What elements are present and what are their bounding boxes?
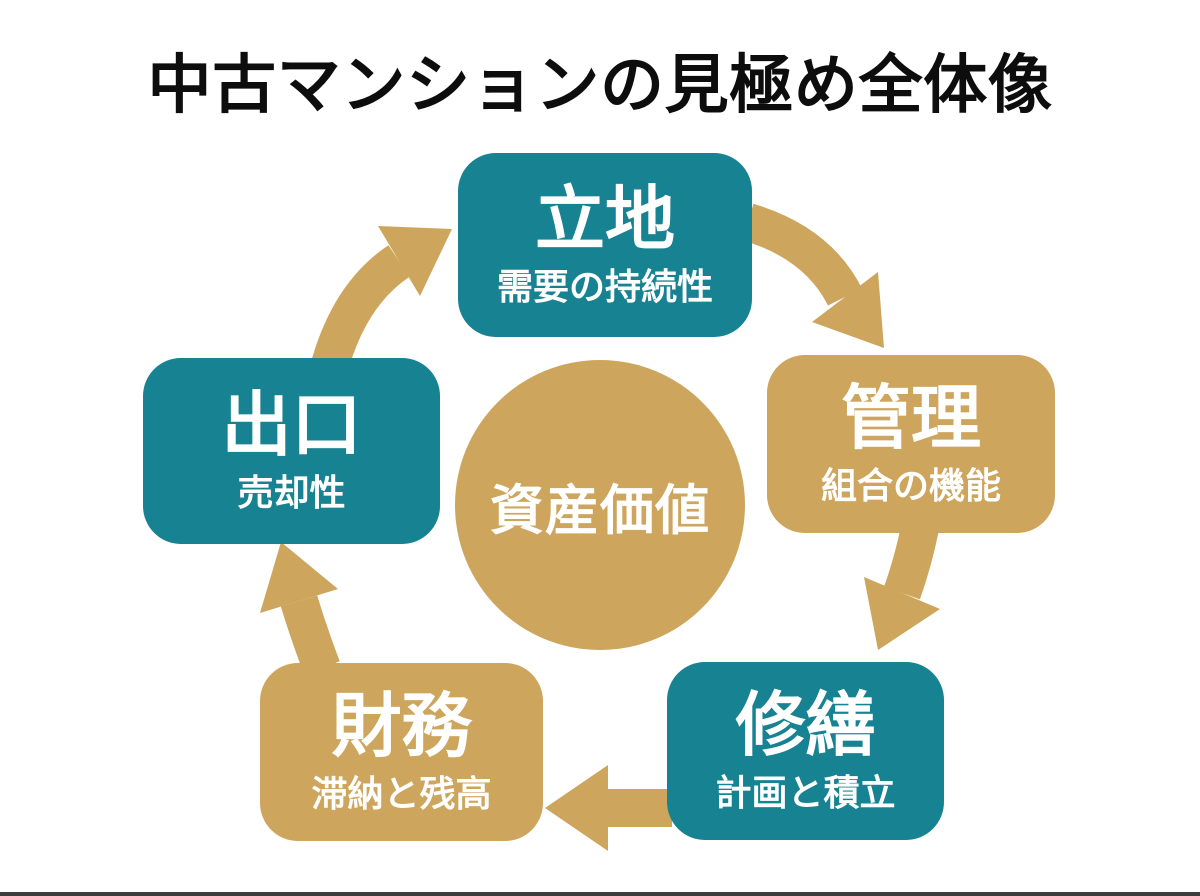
node-repair-subtitle: 計画と積立 (715, 771, 896, 813)
node-management: 管理 組合の機能 (767, 355, 1055, 533)
page-title: 中古マンションの見極め全体像 (147, 49, 1053, 121)
node-repair: 修繕 計画と積立 (667, 662, 944, 840)
node-exit: 出口 売却性 (143, 358, 440, 544)
arrow-management-to-repair (864, 524, 940, 650)
node-management-subtitle: 組合の機能 (820, 464, 1001, 506)
bottom-border-line (0, 892, 1200, 896)
node-management-title: 管理 (841, 379, 981, 458)
node-location-title: 立地 (535, 180, 675, 259)
node-finance: 財務 滞納と残高 (260, 663, 543, 841)
node-finance-subtitle: 滞納と残高 (311, 772, 492, 814)
asset-value-label: 資産価値 (489, 480, 711, 541)
node-exit-title: 出口 (221, 386, 362, 465)
node-location: 立地 需要の持続性 (458, 153, 752, 337)
arrow-finance-to-exit (260, 542, 340, 675)
node-repair-title: 修繕 (735, 686, 876, 765)
node-location-subtitle: 需要の持続性 (496, 265, 713, 307)
arrow-location-to-management (742, 203, 884, 348)
arrow-repair-to-finance (545, 765, 672, 851)
arrow-exit-to-location (309, 226, 452, 378)
node-finance-title: 財務 (331, 687, 472, 766)
node-exit-subtitle: 売却性 (237, 471, 346, 513)
asset-value-circle: 資産価値 (455, 360, 745, 650)
